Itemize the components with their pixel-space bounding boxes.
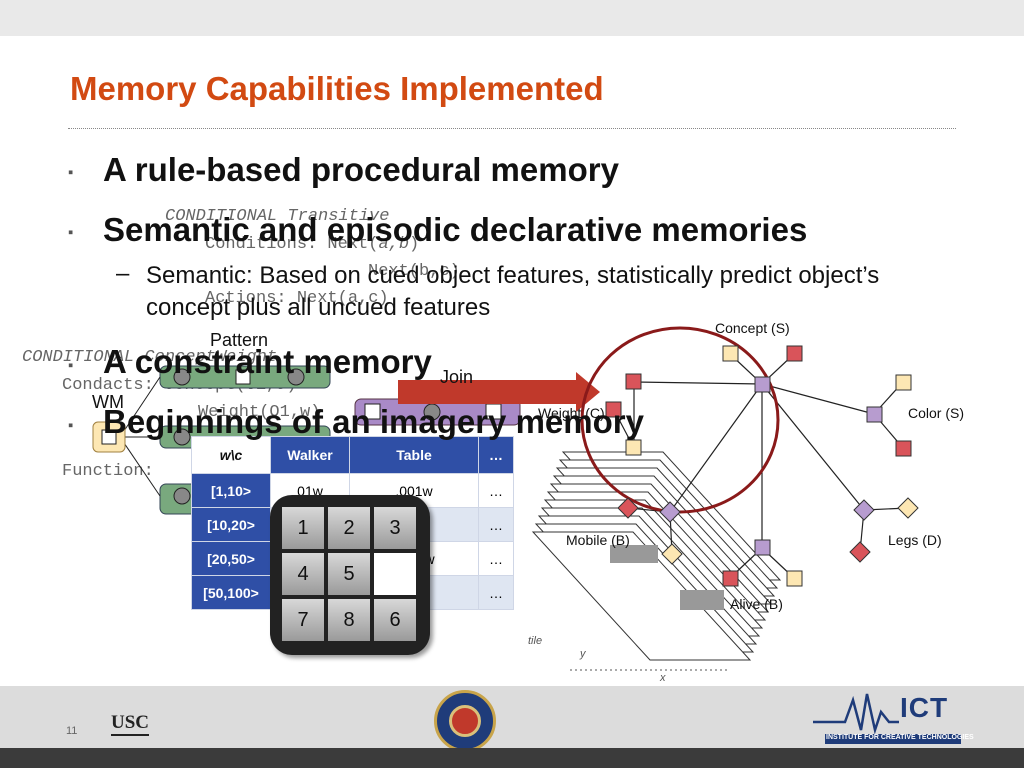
bullet-procedural: A rule-based procedural memory [103, 151, 619, 188]
join-label: Join [440, 367, 474, 387]
big-arrow-body [398, 380, 576, 404]
table-header-row: w\c Walker Table … [191, 436, 514, 474]
red-factor-node [722, 570, 739, 587]
puzzle-tile: 4 [282, 553, 324, 595]
usc-logo: USC [111, 712, 150, 736]
wm-factor-node [101, 429, 117, 445]
row-header: [1,10> [191, 473, 271, 508]
table-cell: … [478, 507, 514, 542]
yellow-factor-node [786, 570, 803, 587]
red-factor-node [605, 401, 622, 418]
puzzle-tile: 8 [328, 599, 370, 641]
puzzle-blank-tile [374, 553, 416, 595]
red-factor-node [786, 345, 803, 362]
x-axis-label: x [660, 672, 666, 684]
pattern-variable-node [173, 368, 191, 386]
alive-label: Alive (B) [730, 596, 783, 612]
yellow-factor-node [895, 374, 912, 391]
bullet-marker: ▪ [68, 417, 74, 434]
y-axis-label: y [580, 648, 586, 660]
wm-edge [119, 436, 161, 497]
concept-variable-node [754, 376, 771, 393]
wm-edge [119, 376, 161, 438]
slide-footer: USC ICT INSTITUTE FOR CREATIVE TECHNOLOG… [0, 686, 1024, 752]
legs-label: Legs (D) [888, 532, 942, 548]
concept-label: Concept (S) [715, 320, 790, 336]
yellow-factor-node [897, 497, 919, 519]
bullet-marker: ▪ [68, 224, 74, 241]
rule-conceptweight-function: Function: [62, 462, 154, 481]
pattern-variable-node [287, 368, 305, 386]
bullet-constraint: A constraint memory [103, 343, 432, 380]
footer-bar [0, 748, 1024, 768]
tile-axis-label: tile [528, 635, 543, 647]
rule-transitive-head: CONDITIONAL Transitive [165, 207, 390, 226]
army-seal-icon [434, 690, 496, 752]
sub-bullet-semantic: Semantic: Based on cued object features,… [146, 262, 880, 321]
red-factor-node [895, 440, 912, 457]
pattern-factor-node [235, 369, 251, 385]
rule-conceptweight-head: CONDITIONAL ConceptWeight [22, 348, 278, 367]
yellow-factor-node [625, 439, 642, 456]
weight-label: Weight (C) [538, 405, 605, 421]
slide-title: Memory Capabilities Implemented [70, 70, 604, 107]
row-header: [50,100> [191, 575, 271, 610]
join-factor-node [364, 403, 381, 420]
yellow-factor-node [661, 543, 683, 565]
puzzle-tile: 6 [374, 599, 416, 641]
table-cell: … [478, 575, 514, 610]
bullet-imagery: Beginnings of an imagery memory [103, 403, 644, 440]
ict-caption: INSTITUTE FOR CREATIVE TECHNOLOGIES [826, 734, 974, 741]
color-label: Color (S) [908, 405, 965, 421]
imagery-shaded-region [680, 590, 724, 610]
bullet-marker: ▪ [68, 357, 74, 374]
yellow-factor-node [722, 345, 739, 362]
legs-variable-node [853, 499, 875, 521]
top-band [0, 0, 1024, 36]
pattern-label: Pattern [210, 330, 269, 350]
row-header: [20,50> [191, 541, 271, 576]
imagery-shaded-region [610, 545, 658, 563]
puzzle-tile: 2 [328, 507, 370, 549]
ict-logo-text: ICT [900, 692, 949, 723]
page-number: 11 [66, 725, 78, 737]
puzzle-tile: 5 [328, 553, 370, 595]
table-cell: … [478, 541, 514, 576]
bullet-declarative: Semantic and episodic declarative memori… [103, 211, 808, 248]
rule-transitive-cond2: Next(b,c) [368, 262, 460, 281]
table-cell: … [478, 473, 514, 508]
eight-puzzle: 1 2 3 4 5 7 8 6 [270, 495, 430, 655]
mobile-label: Mobile (B) [566, 532, 630, 548]
rule-transitive-actions: Actions: Next(a,c) [205, 289, 389, 308]
red-factor-node [625, 373, 642, 390]
column-header: Table [349, 436, 479, 474]
mobile-variable-node [659, 501, 681, 523]
puzzle-tile: 7 [282, 599, 324, 641]
ict-logo [813, 693, 961, 744]
puzzle-tile: 3 [374, 507, 416, 549]
rule-conceptweight-weight: Weight(O1,w) [198, 403, 321, 422]
title-divider [68, 128, 956, 129]
bullet-marker: ▪ [68, 164, 74, 181]
column-header: Walker [270, 436, 350, 474]
dash-marker: – [116, 260, 130, 287]
table-corner-cell: w\c [191, 436, 271, 474]
color-variable-node [866, 406, 883, 423]
rule-transitive-conditions: Conditions: Next(a,b) [205, 235, 420, 254]
puzzle-tile: 1 [282, 507, 324, 549]
alive-variable-node [754, 539, 771, 556]
column-header: … [478, 436, 514, 474]
pattern-variable-node [173, 428, 191, 446]
wm-label: WM [92, 392, 124, 412]
pattern-variable-node [173, 487, 191, 505]
red-factor-node [617, 497, 639, 519]
row-header: [10,20> [191, 507, 271, 542]
red-factor-node [849, 541, 871, 563]
